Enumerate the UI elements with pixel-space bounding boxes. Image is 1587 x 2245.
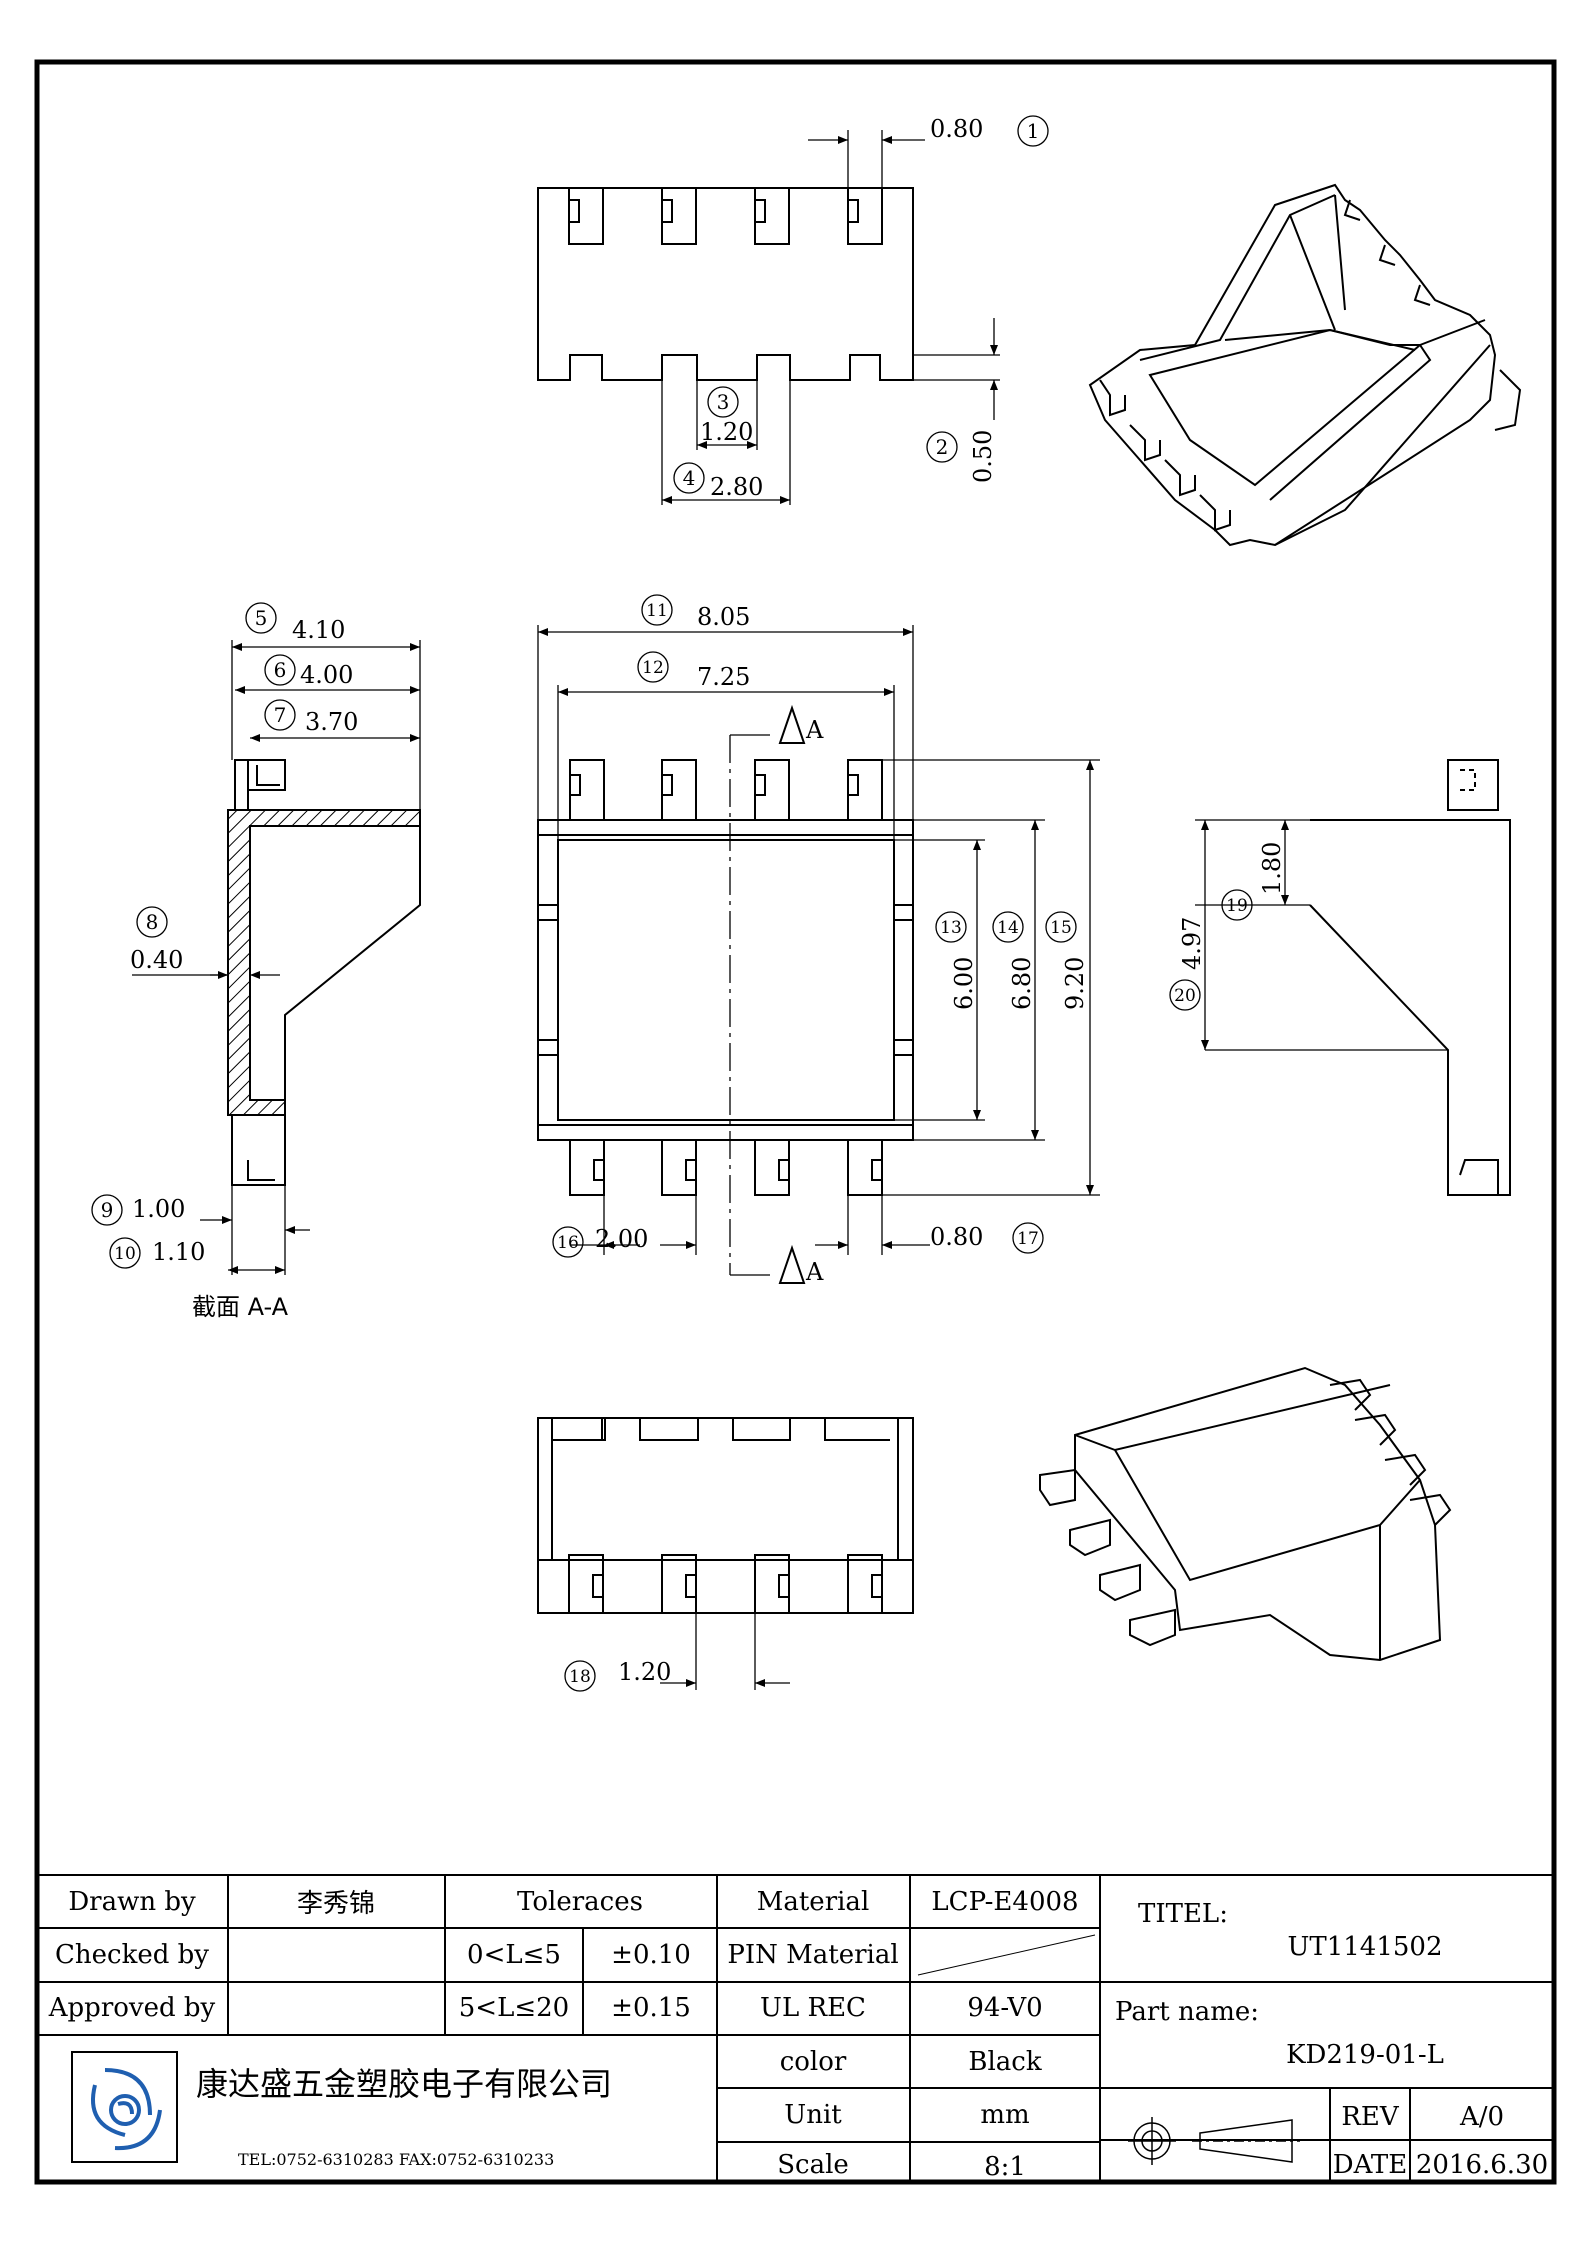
balloon-4: 4 — [683, 466, 696, 490]
pin-material-label: PIN Material — [727, 1940, 898, 1970]
top-view-pins — [568, 187, 883, 245]
dim-value-1: 0.80 — [930, 115, 983, 143]
tolerance-value-2: ±0.15 — [611, 1993, 691, 2023]
approved-by-label: Approved by — [48, 1993, 216, 2023]
balloon-5: 5 — [255, 606, 268, 630]
balloon-12: 12 — [642, 658, 664, 678]
balloon-20: 20 — [1174, 986, 1196, 1006]
dim-value-15: 9.20 — [1061, 957, 1089, 1010]
balloon-17: 17 — [1017, 1229, 1039, 1249]
main-plan-view — [537, 704, 914, 1284]
balloon-9: 9 — [101, 1198, 114, 1222]
titel-label: TITEL: — [1138, 1899, 1228, 1929]
bottom-view-pins — [568, 1554, 883, 1614]
ul-label: UL REC — [760, 1993, 866, 2023]
plan-pins-bottom — [569, 1140, 883, 1196]
rev-label: REV — [1341, 2102, 1400, 2132]
balloon-13: 13 — [940, 918, 962, 938]
dim-value-10: 1.10 — [152, 1238, 205, 1266]
balloon-6: 6 — [274, 658, 287, 682]
plan-pins-top — [569, 759, 883, 821]
rev-value: A/0 — [1459, 2102, 1504, 2132]
dim-value-17: 0.80 — [930, 1223, 983, 1251]
part-name-label: Part name: — [1115, 1997, 1259, 2027]
section-label: 截面 A-A — [192, 1293, 289, 1321]
scale-value: 8:1 — [984, 2152, 1026, 2182]
section-marker-1: A — [805, 716, 824, 744]
dim-value-18: 1.20 — [618, 1658, 671, 1686]
scale-label: Scale — [777, 2150, 849, 2180]
dim-value-14: 6.80 — [1008, 957, 1036, 1010]
balloon-3: 3 — [717, 390, 730, 414]
unit-label: Unit — [784, 2100, 842, 2130]
material-value: LCP-E4008 — [931, 1887, 1078, 1917]
balloon-1: 1 — [1027, 119, 1040, 143]
balloon-19: 19 — [1226, 896, 1248, 916]
dim-value-7: 3.70 — [305, 708, 358, 736]
dim-value-19: 1.80 — [1258, 842, 1286, 895]
top-view — [537, 187, 914, 381]
part-name-value: KD219-01-L — [1286, 2040, 1444, 2070]
ul-value: 94-V0 — [967, 1993, 1042, 2023]
title-block-grid — [37, 1874, 1554, 2182]
isometric-view-top — [1088, 183, 1522, 547]
checked-by-label: Checked by — [55, 1940, 209, 1970]
date-label: DATE — [1333, 2150, 1408, 2180]
dim-value-8: 0.40 — [130, 946, 183, 974]
balloon-2: 2 — [936, 435, 949, 459]
projection-symbol-icon — [1128, 2117, 1300, 2165]
dim-value-6: 4.00 — [300, 661, 353, 689]
company-name: 康达盛五金塑胶电子有限公司 — [196, 2065, 612, 2103]
section-a-a — [227, 759, 421, 1186]
balloon-markers — [91, 115, 1253, 1692]
tolerance-range-2: 5<L≤20 — [459, 1993, 569, 2023]
date-value: 2016.6.30 — [1416, 2150, 1548, 2180]
color-label: color — [780, 2047, 847, 2077]
sheet-border — [34, 59, 1557, 2185]
dim-value-5: 4.10 — [292, 616, 345, 644]
dim-value-16: 2.00 — [595, 1225, 648, 1253]
balloon-8: 8 — [146, 910, 159, 934]
plan-dimensions — [537, 625, 1100, 1255]
tolerance-value-1: ±0.10 — [611, 1940, 691, 1970]
titel-value: UT1141502 — [1287, 1932, 1442, 1962]
unit-value: mm — [980, 2100, 1029, 2130]
dim-value-13: 6.00 — [950, 957, 978, 1010]
company-contact: TEL:0752-6310283 FAX:0752-6310233 — [238, 2150, 554, 2169]
balloon-18: 18 — [569, 1667, 591, 1687]
balloon-11: 11 — [646, 601, 668, 621]
balloon-16: 16 — [557, 1233, 579, 1253]
color-value: Black — [968, 2047, 1041, 2077]
dim-value-11: 8.05 — [697, 603, 750, 631]
dim-value-3: 1.20 — [700, 418, 753, 446]
tolerances-label: Toleraces — [517, 1887, 643, 1917]
isometric-view-bottom — [1039, 1366, 1452, 1662]
side-dimensions — [1195, 819, 1448, 1051]
tolerance-range-1: 0<L≤5 — [467, 1940, 561, 1970]
drawn-by-label: Drawn by — [68, 1887, 196, 1917]
section-marker-2: A — [805, 1258, 824, 1286]
drawn-by-value: 李秀锦 — [297, 1889, 375, 1919]
material-label: Material — [757, 1887, 870, 1917]
dim-value-12: 7.25 — [697, 663, 750, 691]
company-logo-icon — [71, 2051, 178, 2163]
dim-value-4: 2.80 — [710, 473, 763, 501]
dimension-values: 0.80 0.50 1.20 2.80 4.10 4.00 3.70 0.40 … — [130, 115, 1286, 1686]
bottom-view — [537, 1417, 914, 1614]
title-block: Drawn by 李秀锦 Checked by Approved by Tole… — [48, 1887, 1548, 2182]
balloon-10: 10 — [114, 1244, 136, 1264]
dim-value-2: 0.50 — [969, 430, 997, 483]
balloon-14: 14 — [997, 918, 1019, 938]
balloon-15: 15 — [1050, 918, 1072, 938]
side-view — [1309, 759, 1511, 1196]
balloon-numbers: 1 2 3 4 5 6 7 8 9 10 11 12 13 14 15 16 1… — [101, 119, 1248, 1687]
section-dimensions — [132, 640, 421, 1275]
balloon-7: 7 — [274, 703, 287, 727]
dim-value-9: 1.00 — [132, 1195, 185, 1223]
dim-value-20: 4.97 — [1178, 917, 1206, 970]
